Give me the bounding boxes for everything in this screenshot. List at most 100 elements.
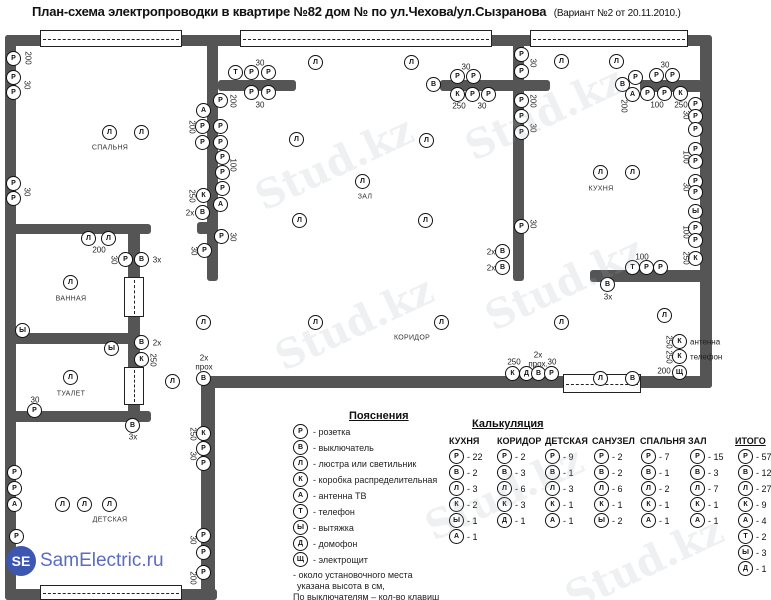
socket-icon: Р bbox=[196, 441, 211, 456]
socket-icon: Р bbox=[261, 85, 276, 100]
legend-item-text: - коробка распределительная bbox=[313, 475, 438, 485]
socket-icon: Р bbox=[214, 229, 229, 244]
socket-icon: Р bbox=[197, 243, 212, 258]
calculation-column-header: ЗАЛ bbox=[688, 436, 707, 446]
lamp-icon: Л bbox=[404, 55, 419, 70]
socket-icon: Р bbox=[628, 70, 643, 85]
intercom-icon: Д bbox=[497, 513, 512, 528]
intercom-icon: Д bbox=[293, 536, 308, 551]
plan-variant: (Вариант №2 от 20.11.2010.) bbox=[553, 8, 681, 19]
lamp-icon: Л bbox=[102, 125, 117, 140]
wall bbox=[513, 35, 524, 281]
junction-box-icon: К bbox=[672, 334, 687, 349]
junction-box-icon: К bbox=[449, 497, 464, 512]
switch-icon: В bbox=[134, 335, 149, 350]
dimension-label: 30 bbox=[528, 219, 538, 229]
dimension-label: 200 bbox=[619, 99, 629, 113]
wall bbox=[590, 270, 712, 282]
switch-icon: В bbox=[125, 418, 140, 433]
stud-watermark: Stud.kz bbox=[267, 266, 441, 381]
dimension-label: 30 bbox=[255, 100, 265, 110]
socket-icon: Р bbox=[293, 424, 308, 439]
lamp-icon: Л bbox=[625, 165, 640, 180]
socket-icon: Р bbox=[688, 122, 703, 137]
dimension-label: 250 bbox=[507, 357, 521, 367]
exhaust-icon: Ы bbox=[15, 323, 30, 338]
socket-icon: Р bbox=[450, 69, 465, 84]
socket-icon: Р bbox=[6, 176, 21, 191]
legend-item-text: - телефон bbox=[313, 507, 355, 517]
dimension-label: 200 bbox=[187, 120, 197, 134]
legend-item-text: - антенна ТВ bbox=[313, 491, 367, 501]
lamp-icon: Л bbox=[641, 481, 656, 496]
socket-icon: Р bbox=[261, 65, 276, 80]
lamp-icon: Л bbox=[355, 174, 370, 189]
dimension-label: антенна bbox=[690, 337, 721, 347]
dimension-label: 30 bbox=[528, 123, 538, 133]
calculation-count: - 6 bbox=[515, 484, 526, 494]
lamp-icon: Л bbox=[293, 456, 308, 471]
calculation-count: - 3 bbox=[563, 484, 574, 494]
tv-antenna-icon: А bbox=[690, 513, 705, 528]
dimension-label: 30 bbox=[188, 535, 198, 545]
dimension-label: 200 bbox=[188, 571, 198, 585]
calculation-title: Калькуляция bbox=[472, 418, 544, 430]
legend-note: указана высота в см, bbox=[297, 581, 385, 591]
dimension-label: 30 bbox=[255, 58, 265, 68]
socket-icon: Р bbox=[738, 449, 753, 464]
junction-box-icon: К bbox=[688, 251, 703, 266]
wall bbox=[218, 80, 296, 91]
tv-antenna-icon: А bbox=[213, 197, 228, 212]
calculation-count: - 3 bbox=[515, 500, 526, 510]
calculation-count: - 1 bbox=[467, 532, 478, 542]
junction-box-icon: К bbox=[673, 86, 688, 101]
dimension-label: 2x bbox=[185, 208, 195, 218]
dimension-label: 200 bbox=[657, 366, 671, 376]
socket-icon: Р bbox=[688, 154, 703, 169]
exhaust-icon: Ы bbox=[594, 513, 609, 528]
phone-icon: Т bbox=[738, 529, 753, 544]
calculation-count: - 1 bbox=[467, 516, 478, 526]
socket-icon: Р bbox=[514, 109, 529, 124]
calculation-count: - 1 bbox=[515, 516, 526, 526]
switch-icon: В bbox=[196, 371, 211, 386]
exhaust-icon: Ы bbox=[449, 513, 464, 528]
room-label: ДЕТСКАЯ bbox=[92, 516, 128, 524]
dimension-label: 100 bbox=[650, 100, 664, 110]
socket-icon: Р bbox=[481, 87, 496, 102]
calculation-count: - 2 bbox=[467, 500, 478, 510]
room-label: ЗАЛ bbox=[357, 193, 373, 201]
socket-icon: Р bbox=[6, 51, 21, 66]
calculation-count: - 1 bbox=[659, 500, 670, 510]
socket-icon: Р bbox=[688, 233, 703, 248]
window bbox=[40, 585, 182, 600]
socket-icon: Р bbox=[641, 449, 656, 464]
calculation-count: - 2 bbox=[467, 468, 478, 478]
calculation-count: - 2 bbox=[756, 532, 767, 542]
lamp-icon: Л bbox=[63, 275, 78, 290]
socket-icon: Р bbox=[653, 260, 668, 275]
calculation-count: - 12 bbox=[756, 468, 771, 478]
calculation-column-header: САНУЗЕЛ bbox=[592, 436, 635, 446]
socket-icon: Р bbox=[27, 403, 42, 418]
wall bbox=[5, 35, 16, 600]
dimension-label: 30 bbox=[30, 395, 40, 405]
lamp-icon: Л bbox=[81, 231, 96, 246]
socket-icon: Р bbox=[466, 69, 481, 84]
wall bbox=[5, 411, 151, 422]
calculation-count: - 2 bbox=[515, 452, 526, 462]
calculation-column-header: ДЕТСКАЯ bbox=[545, 436, 588, 446]
junction-box-icon: К bbox=[505, 366, 520, 381]
lamp-icon: Л bbox=[134, 125, 149, 140]
lamp-icon: Л bbox=[593, 165, 608, 180]
junction-box-icon: К bbox=[196, 188, 211, 203]
legend-item-text: - вытяжка bbox=[313, 523, 354, 533]
window bbox=[240, 30, 492, 47]
dimension-label: 100 bbox=[635, 252, 649, 262]
dimension-label: 30 bbox=[228, 232, 238, 242]
calculation-count: - 2 bbox=[612, 516, 623, 526]
room-label: СПАЛЬНЯ bbox=[91, 144, 129, 152]
dimension-label: прох. bbox=[528, 359, 548, 369]
calculation-count: - 57 bbox=[756, 452, 771, 462]
socket-icon: Р bbox=[497, 449, 512, 464]
